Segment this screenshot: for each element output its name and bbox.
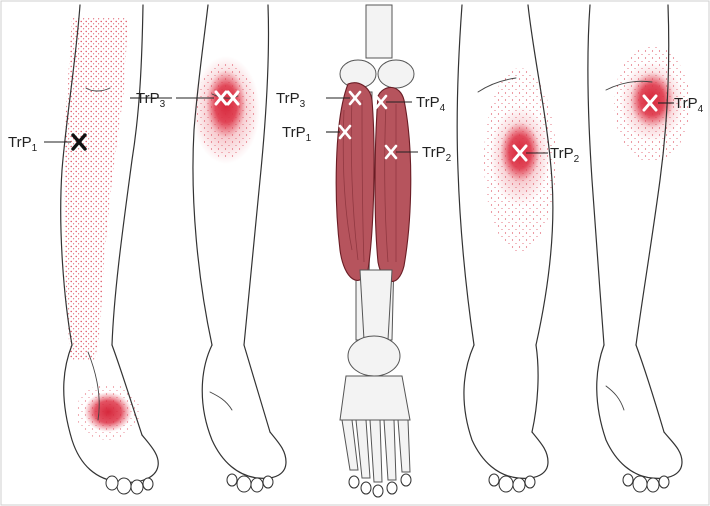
- gastrocnemius-lateral-head: [375, 87, 411, 281]
- gastrocnemius-medial-head: [336, 83, 374, 281]
- calcaneus: [348, 336, 400, 376]
